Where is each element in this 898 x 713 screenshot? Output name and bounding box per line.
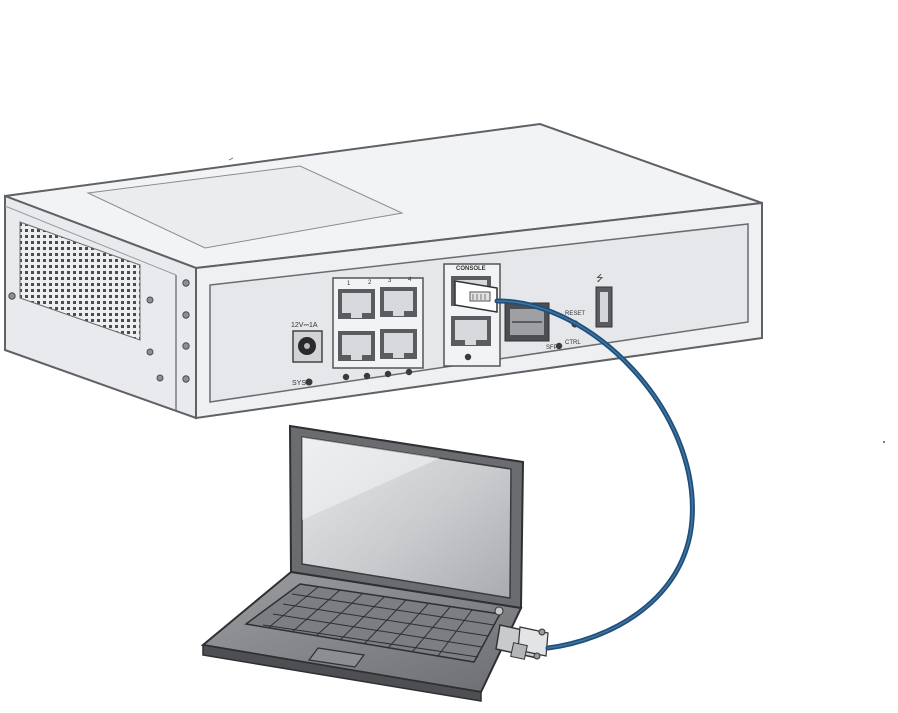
sys-label: SYS xyxy=(292,380,306,387)
lan-port xyxy=(380,329,417,359)
ctrl-label: CTRL xyxy=(565,340,581,346)
keyboard-keys xyxy=(262,586,495,658)
laptop-power-button xyxy=(494,606,504,616)
screw-icon xyxy=(182,311,190,319)
sys-led xyxy=(305,378,313,386)
network-device: 12V⎓1A SYS 1 2 3 4 xyxy=(4,122,763,420)
screw-icon xyxy=(182,342,190,350)
screw-icon xyxy=(156,374,164,382)
port-led xyxy=(342,373,350,381)
screw-icon xyxy=(146,348,154,356)
laptop-keyboard xyxy=(244,583,502,663)
ventilation-grid xyxy=(19,221,141,341)
screw-icon xyxy=(182,375,190,383)
lan-port xyxy=(380,287,417,317)
port-number-2: 2 xyxy=(368,280,372,286)
port-led xyxy=(405,368,413,376)
port-number-4: 4 xyxy=(408,277,412,283)
laptop xyxy=(200,424,525,702)
console-label: CONSOLE xyxy=(456,266,486,272)
sfp-label: SFP xyxy=(546,345,558,351)
port-number-3: 3 xyxy=(388,278,392,284)
device-top-plate xyxy=(86,165,404,249)
lan-port xyxy=(338,289,375,319)
screw-icon xyxy=(182,279,190,287)
lan-port xyxy=(338,331,375,361)
screw-icon xyxy=(146,296,154,304)
sfp-led xyxy=(555,342,563,350)
port-led xyxy=(464,353,472,361)
reset-label: RESET xyxy=(565,311,585,317)
port-led xyxy=(384,370,392,378)
port-number-1: 1 xyxy=(347,281,351,287)
usb-icon: ⭍ xyxy=(596,273,604,283)
power-rating-label: 12V⎓1A xyxy=(291,322,318,329)
management-port xyxy=(451,316,491,346)
port-led xyxy=(363,372,371,380)
rj45-plug xyxy=(454,280,498,313)
screw-icon xyxy=(8,292,16,300)
laptop-touchpad xyxy=(307,647,366,668)
db9-connector xyxy=(495,624,549,660)
